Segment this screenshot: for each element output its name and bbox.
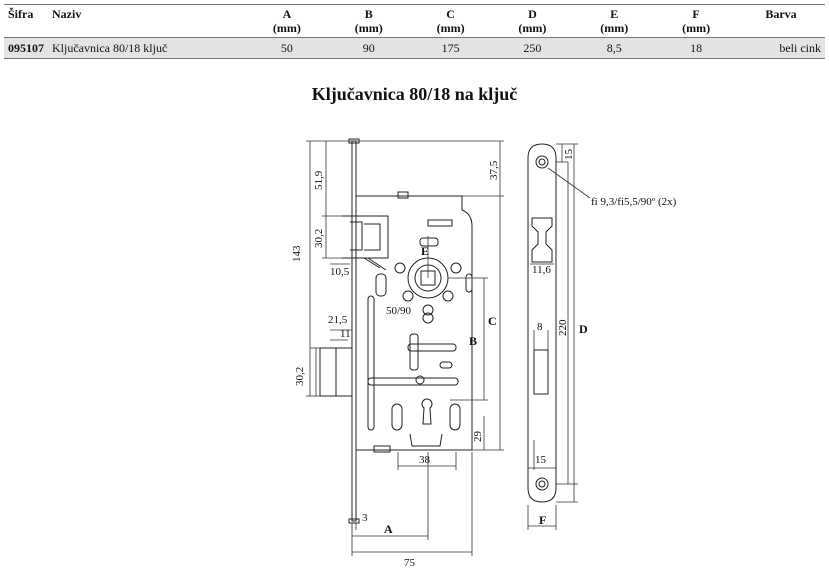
label-c: C	[488, 314, 497, 328]
latch-bolt	[350, 221, 381, 251]
dim-50-90: 50/90	[386, 305, 412, 317]
dim-11: 11	[340, 328, 351, 340]
dim-15-bottom: 15	[535, 454, 547, 466]
dim-143: 143	[291, 245, 303, 262]
header-c: C(mm)	[409, 4, 492, 38]
header-e: E(mm)	[573, 4, 656, 38]
header-f: F(mm)	[655, 4, 737, 38]
faceplate-bottom-cap	[348, 518, 360, 524]
dim-15-top: 15	[563, 149, 575, 161]
header-a: A(mm)	[246, 4, 328, 38]
latch-housing	[342, 215, 389, 259]
dim-75: 75	[404, 557, 416, 569]
header-b: B(mm)	[327, 4, 410, 38]
cell-d: 250	[491, 37, 574, 59]
top-tab	[397, 191, 409, 199]
dim-11-6: 11,6	[532, 264, 551, 276]
slot-horizontal	[407, 343, 457, 352]
cell-code: 095107	[4, 37, 48, 59]
cell-c: 175	[409, 37, 492, 59]
dimension-lines	[306, 140, 591, 556]
dim-29: 29	[472, 431, 484, 443]
label-f: F	[539, 513, 546, 527]
faceplate-side	[351, 140, 357, 522]
cell-a: 50	[246, 37, 328, 59]
cell-e: 8,5	[573, 37, 656, 59]
table-row: 095107 Ključavnica 80/18 ključ 50 90 175…	[4, 37, 825, 59]
slot-vertical	[409, 333, 419, 371]
dim-8: 8	[537, 321, 543, 333]
label-b: B	[469, 334, 477, 348]
cell-name: Ključavnica 80/18 ključ	[48, 37, 246, 59]
bottom-tab	[373, 445, 391, 453]
header-color: Barva	[737, 4, 825, 38]
dim-220: 220	[557, 319, 569, 336]
dim-51-9: 51,9	[313, 170, 325, 190]
cell-b: 90	[327, 37, 410, 59]
dim-30-2-bottom: 30,2	[294, 367, 306, 386]
latch-opening	[531, 217, 553, 263]
faceplate-front-view	[527, 143, 557, 503]
header-d: D(mm)	[491, 4, 574, 38]
screw-hole-annotation: fi 9,3/fi5,5/90º (2x)	[591, 196, 677, 208]
slot-long	[367, 295, 375, 431]
dim-3: 3	[362, 512, 368, 524]
dim-10-5: 10,5	[330, 266, 350, 278]
table-header-row: Šifra Naziv A(mm) B(mm) C(mm) D(mm) E(mm…	[4, 4, 825, 38]
label-a: A	[384, 522, 393, 536]
label-e: E	[421, 244, 429, 258]
bolt-opening	[533, 349, 549, 395]
faceplate-front	[527, 143, 557, 503]
lock-body-view	[319, 138, 473, 524]
drawing-title: Ključavnica 80/18 na ključ	[311, 84, 518, 104]
header-name: Naziv	[48, 4, 246, 38]
lock-case-outline	[355, 195, 473, 451]
dim-38: 38	[419, 454, 431, 466]
dim-30-2-top: 30,2	[313, 229, 325, 248]
spec-table: Šifra Naziv A(mm) B(mm) C(mm) D(mm) E(mm…	[4, 4, 825, 59]
label-d: D	[579, 322, 588, 336]
dimension-texts: E C B A D F 143 51,9 30,2 10,5 21,5 11 3…	[291, 149, 677, 570]
cell-color: beli cink	[737, 37, 825, 59]
cell-f: 18	[655, 37, 737, 59]
dim-37-5: 37,5	[488, 160, 500, 180]
dim-21-5: 21,5	[328, 314, 348, 326]
bottom-screw-hole	[535, 477, 549, 491]
screw-hole-5090	[422, 312, 434, 324]
header-code: Šifra	[4, 4, 48, 38]
keyhole	[421, 398, 433, 425]
latch-spring	[363, 257, 381, 269]
top-screw-hole	[535, 155, 549, 169]
